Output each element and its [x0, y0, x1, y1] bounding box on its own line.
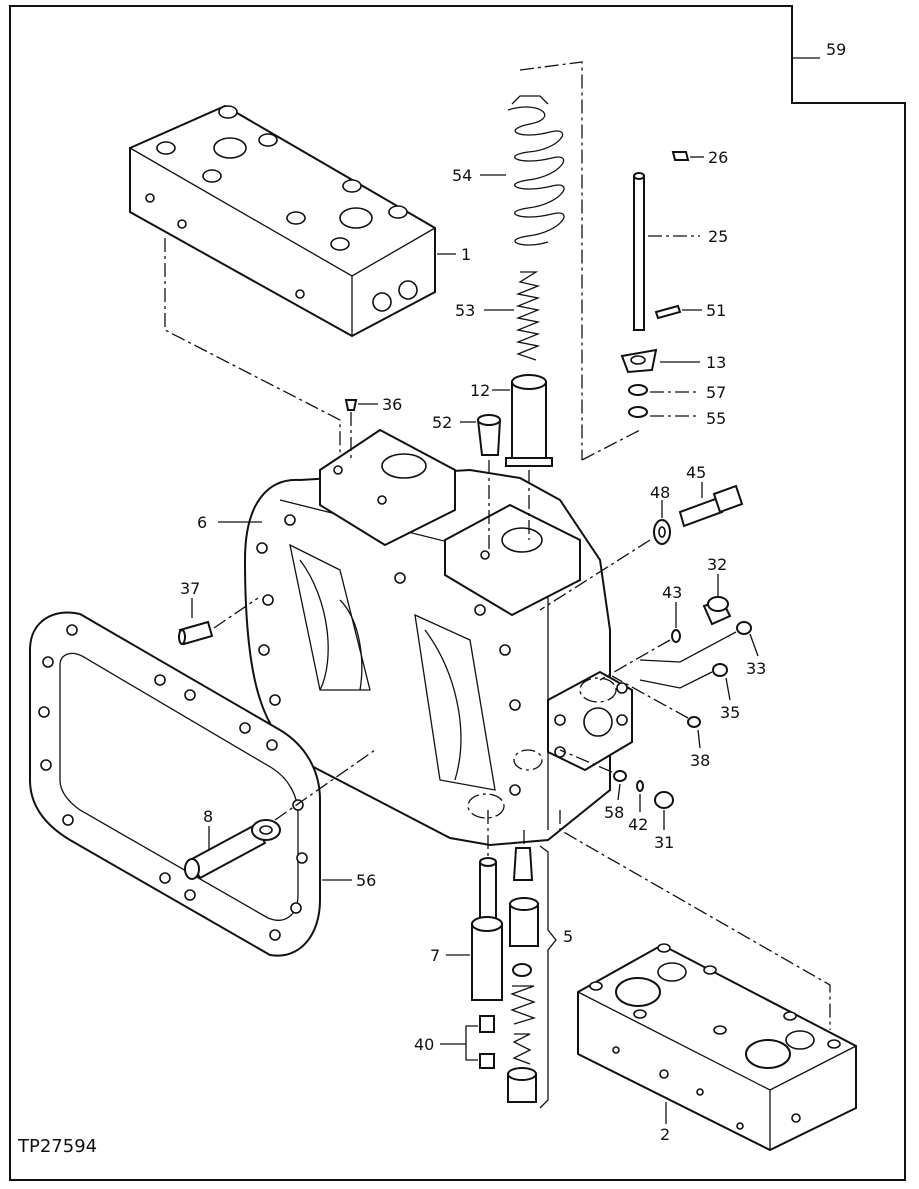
callout-5: 5 — [563, 927, 573, 946]
callout-52: 52 — [432, 413, 452, 432]
callout-6: 6 — [197, 513, 207, 532]
part-1-valve-cover — [129, 104, 436, 338]
part-12-spool — [505, 374, 553, 467]
part-38-plug — [687, 716, 701, 728]
part-54-large-spring — [507, 95, 565, 246]
callout-26: 26 — [708, 148, 728, 167]
part-40-pins — [479, 1015, 495, 1069]
part-52-cap — [476, 414, 502, 456]
callout-25: 25 — [708, 227, 728, 246]
callout-53: 53 — [455, 301, 475, 320]
callout-55: 55 — [706, 409, 726, 428]
figure-id: TP27594 — [17, 1136, 97, 1157]
callout-56: 56 — [356, 871, 376, 890]
part-43-o-ring — [671, 629, 681, 643]
callout-38: 38 — [690, 751, 710, 770]
callout-42: 42 — [628, 815, 648, 834]
part-42-o-ring — [636, 780, 644, 792]
part-58-fitting — [613, 770, 627, 782]
callout-2: 2 — [660, 1125, 670, 1144]
callout-36: 36 — [382, 395, 402, 414]
part-31-plug — [654, 791, 674, 809]
part-55-washer — [628, 406, 648, 418]
part-8-eye-pin — [184, 819, 281, 880]
callout-12: 12 — [470, 381, 490, 400]
part-33-plug — [736, 621, 752, 635]
part-53-small-spring — [515, 271, 541, 361]
callout-58: 58 — [604, 803, 624, 822]
part-13-seat — [620, 348, 658, 374]
callout-54: 54 — [452, 166, 472, 185]
callout-33: 33 — [746, 659, 766, 678]
part-45-cap-screw — [678, 484, 744, 528]
part-57-washer — [628, 384, 648, 396]
callout-51: 51 — [706, 301, 726, 320]
part-2-valve-body — [577, 943, 857, 1152]
part-32-plug — [702, 596, 732, 626]
part-5-valve-assembly — [507, 847, 539, 1103]
part-36-plug — [344, 399, 358, 411]
callout-37: 37 — [180, 579, 200, 598]
part-35-plug — [712, 663, 728, 677]
part-6-main-housing — [243, 428, 633, 847]
part-56-gasket — [29, 611, 321, 957]
callout-40: 40 — [414, 1035, 434, 1054]
callout-35: 35 — [720, 703, 740, 722]
callout-59: 59 — [826, 40, 846, 59]
callout-8: 8 — [203, 807, 213, 826]
frame-border — [9, 5, 906, 1181]
part-26-retainer — [671, 151, 690, 161]
part-51-pin — [654, 304, 682, 320]
callout-7: 7 — [430, 946, 440, 965]
callout-48: 48 — [650, 483, 670, 502]
part-7-piston — [471, 857, 503, 1001]
callout-31: 31 — [654, 833, 674, 852]
callout-1: 1 — [461, 245, 471, 264]
callout-43: 43 — [662, 583, 682, 602]
callout-57: 57 — [706, 383, 726, 402]
part-37-dowel-pin — [178, 620, 214, 646]
part-25-rod — [633, 172, 645, 331]
callout-45: 45 — [686, 463, 706, 482]
callout-13: 13 — [706, 353, 726, 372]
callout-32: 32 — [707, 555, 727, 574]
part-48-washer — [653, 519, 671, 545]
